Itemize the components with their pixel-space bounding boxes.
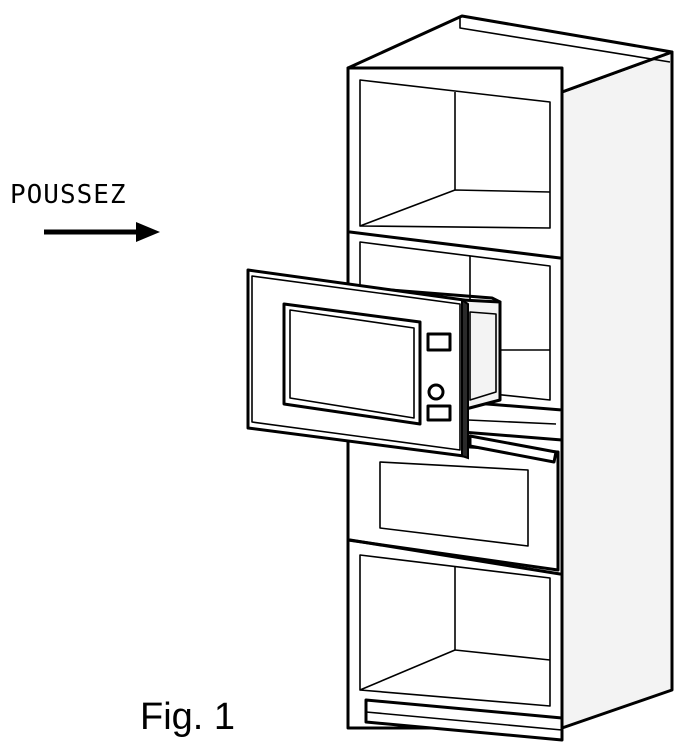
microwave-display	[426, 332, 452, 352]
microwave	[246, 268, 502, 460]
microwave-window	[282, 302, 422, 426]
microwave-door-button	[426, 404, 452, 422]
cabinet-plinth	[364, 698, 564, 742]
arrow-right-icon	[44, 222, 160, 242]
microwave-dial	[427, 383, 445, 401]
oven-handle	[468, 434, 558, 464]
cabinet-side-panel	[560, 50, 674, 730]
figure-caption: Fig. 1	[140, 696, 236, 738]
push-label: POUSSEZ	[10, 180, 127, 210]
